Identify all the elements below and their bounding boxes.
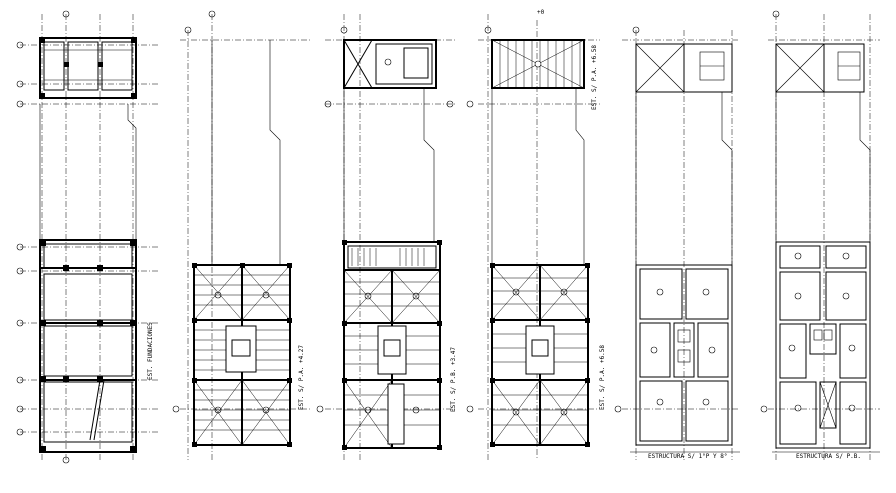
plan-slab-3: +0	[466, 9, 606, 460]
label-foundations: EST. FUNDACIONES	[147, 322, 154, 380]
top-level-mark: +0	[537, 9, 545, 16]
label-slab-3: EST. S/ P.A. +6.58	[599, 345, 606, 410]
plan-structure-pb: ESTRUCTURA S/ P.B.	[760, 10, 880, 460]
label-structure-pb: ESTRUCTURA S/ P.B.	[796, 453, 861, 460]
label-slab-3-top: EST. S/ P.A. +6.58	[591, 45, 598, 110]
plan-slab-2: EST. S/ P.B. +3.47	[316, 14, 457, 460]
label-structure-1p: ESTRUCTURA S/ 1°P Y 8°	[648, 453, 727, 460]
plan-foundations: EST. FUNDACIONES	[16, 10, 160, 464]
plan-structure-1p: ESTRUCTURA S/ 1°P Y 8°	[614, 26, 740, 460]
plan-slab-1: EST. S/ P.A. +4.27	[172, 10, 310, 460]
label-slab-1: EST. S/ P.A. +4.27	[298, 345, 305, 410]
label-slab-2: EST. S/ P.B. +3.47	[450, 347, 457, 412]
